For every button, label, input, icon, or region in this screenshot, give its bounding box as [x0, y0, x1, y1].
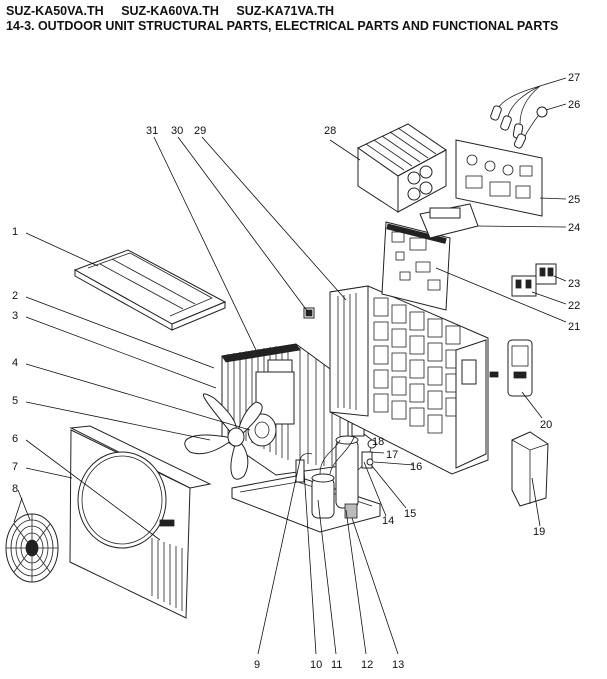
fan-motor-part	[247, 413, 277, 447]
callout-5: 5	[12, 395, 18, 407]
cover-part-19	[511, 431, 549, 507]
front-panel-part	[69, 425, 212, 619]
callout-25: 25	[568, 194, 580, 206]
callout-29: 29	[194, 125, 206, 137]
callout-2: 2	[12, 290, 18, 302]
callout-20: 20	[540, 419, 552, 431]
callout-28: 28	[324, 125, 336, 137]
callout-27: 27	[568, 72, 580, 84]
propeller-fan-part	[184, 393, 263, 480]
callout-14: 14	[382, 515, 394, 527]
callout-22: 22	[568, 300, 580, 312]
model-header: SUZ-KA50VA.TH SUZ-KA60VA.TH SUZ-KA71VA.T…	[6, 4, 348, 18]
fan-guard-part	[5, 513, 59, 583]
callout-labels: 1 2 3 4 5 6 7 8 9 10 11 12 13 14 15 16 1…	[12, 72, 580, 671]
callout-21: 21	[568, 321, 580, 333]
model-number: SUZ-KA71VA.TH	[236, 4, 335, 18]
top-panel-part	[73, 249, 227, 331]
leader-lines	[13, 77, 567, 655]
terminal-block-part	[511, 263, 557, 297]
callout-10: 10	[310, 659, 322, 671]
sensor-part-27	[490, 85, 541, 139]
control-pcb-part	[381, 221, 451, 311]
callout-24: 24	[568, 222, 580, 234]
callout-7: 7	[12, 461, 18, 473]
callout-13: 13	[392, 659, 404, 671]
bracket-part-24	[419, 203, 479, 239]
callout-30: 30	[171, 125, 183, 137]
compressor-part	[295, 423, 377, 519]
callout-6: 6	[12, 433, 18, 445]
small-part-30	[303, 307, 315, 319]
sensor-part-26	[513, 106, 548, 149]
callout-18: 18	[372, 436, 384, 448]
callout-19: 19	[533, 526, 545, 538]
callout-4: 4	[12, 357, 18, 369]
callout-31: 31	[146, 125, 158, 137]
heat-sink-part	[357, 123, 447, 213]
callout-1: 1	[12, 226, 18, 238]
callout-23: 23	[568, 278, 580, 290]
model-number: SUZ-KA50VA.TH	[6, 4, 104, 18]
callout-15: 15	[404, 508, 416, 520]
callout-16: 16	[410, 461, 422, 473]
callout-8: 8	[12, 483, 18, 495]
inverter-pcb-part	[455, 139, 543, 217]
callout-3: 3	[12, 310, 18, 322]
callout-12: 12	[361, 659, 373, 671]
callout-9: 9	[254, 659, 260, 671]
cabinet-part	[329, 285, 499, 475]
callout-26: 26	[568, 99, 580, 111]
section-title: 14-3. OUTDOOR UNIT STRUCTURAL PARTS, ELE…	[6, 19, 559, 33]
model-number: SUZ-KA60VA.TH	[121, 4, 219, 18]
callout-11: 11	[331, 659, 342, 671]
handle-part-20	[507, 339, 533, 397]
callout-17: 17	[386, 449, 398, 461]
